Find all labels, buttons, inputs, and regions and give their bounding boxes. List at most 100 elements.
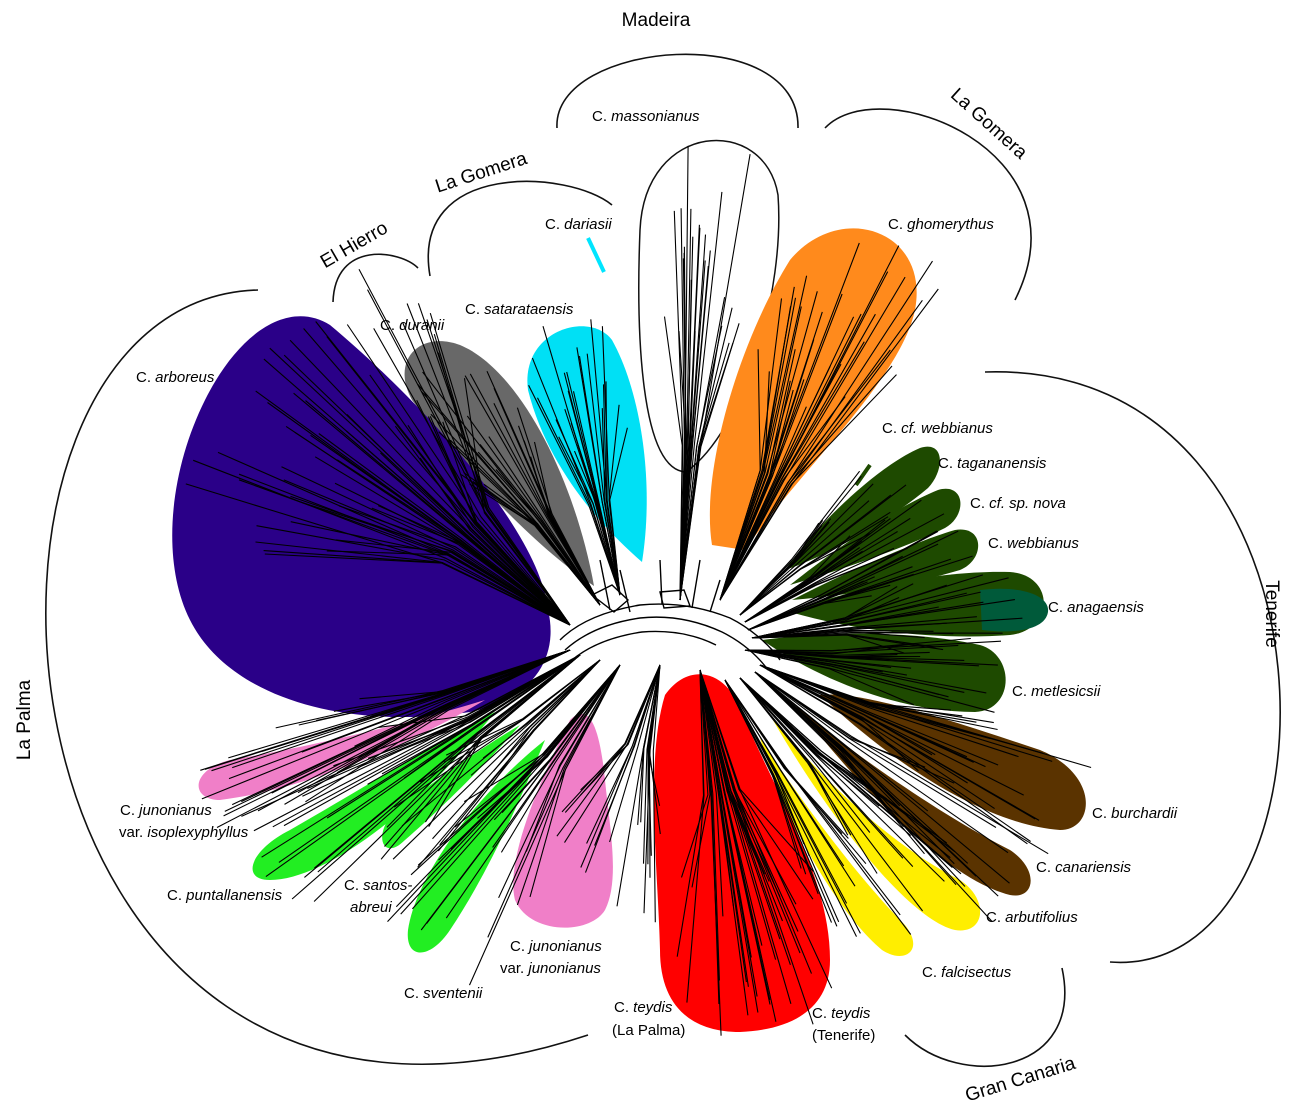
taxon-label-sventenii: C. sventenii <box>404 985 483 1002</box>
network-branch <box>393 659 601 808</box>
network-branch <box>437 352 571 626</box>
bracket-la-gomera-left <box>427 180 613 277</box>
network-branch <box>759 664 919 772</box>
network-branch <box>336 649 571 774</box>
network-branch <box>719 380 791 601</box>
taxon-label-arbutifolius: C. arbutifolius <box>986 909 1078 926</box>
network-edges <box>185 145 1092 1036</box>
clade-falcisectus <box>760 738 914 956</box>
network-branch <box>605 381 621 596</box>
island-label-la-palma: La Palma <box>14 679 35 760</box>
network-branch <box>744 649 915 706</box>
clade-satarataensis <box>527 326 647 562</box>
island-label-madeira: Madeira <box>622 10 691 31</box>
island-label-la-gomera-left: La Gomera <box>433 148 530 197</box>
network-branch <box>531 357 621 596</box>
network-branch <box>679 252 687 601</box>
network-branch <box>744 649 987 694</box>
taxon-label-ghomerythus: C. ghomerythus <box>888 216 994 233</box>
network-branch <box>679 307 733 601</box>
network-branch <box>492 664 621 848</box>
network-branch <box>719 406 807 601</box>
network-branch <box>699 669 814 900</box>
network-branch <box>429 312 571 626</box>
network-branch <box>699 669 758 997</box>
network-branch <box>719 341 865 601</box>
network-branch <box>699 669 724 917</box>
network-branch <box>747 566 913 631</box>
network-branch <box>392 659 601 860</box>
network-branch <box>754 671 929 812</box>
network-branch <box>293 392 571 626</box>
island-label-la-gomera-right: La Gomera <box>946 84 1031 163</box>
clade-anagaensis-subgroup <box>980 588 1049 632</box>
network-branch <box>318 433 571 626</box>
network-branch <box>699 669 784 922</box>
network-branch <box>686 669 705 1003</box>
network-branch <box>647 664 661 865</box>
network-branch <box>566 371 621 596</box>
network-branch <box>386 654 581 828</box>
network-branch <box>594 664 661 846</box>
network-branch <box>719 275 808 601</box>
bracket-gran-canaria <box>904 967 1066 1067</box>
network-branch <box>719 288 939 601</box>
network-branch <box>556 664 661 837</box>
network-branch <box>751 586 898 639</box>
taxon-label-cf-sp-nova: C. cf. sp. nova <box>970 495 1066 512</box>
network-branch <box>573 450 621 596</box>
network-branch <box>253 654 581 832</box>
network-branch <box>744 547 908 623</box>
network-branch <box>744 640 1002 652</box>
network-branch <box>335 539 571 626</box>
clade-arbutifolius <box>770 715 981 931</box>
taxon-label-anagaensis: C. anagaensis <box>1048 599 1144 616</box>
bracket-el-hierro <box>332 253 419 303</box>
bracket-la-gomera-right <box>824 108 1032 301</box>
network-branch <box>580 664 661 868</box>
network-branch <box>493 402 601 606</box>
network-branch <box>739 494 892 616</box>
network-branch <box>652 664 661 923</box>
taxon-label-satarataensis: C. satarataensis <box>465 301 574 318</box>
network-branch <box>231 649 571 806</box>
network-branch <box>398 654 581 752</box>
network-branch <box>739 500 870 616</box>
network-branch <box>680 669 709 878</box>
network-branch <box>724 679 856 887</box>
network-branch <box>333 649 571 712</box>
network-branch <box>326 336 571 626</box>
network-branch <box>719 299 923 601</box>
network-branch <box>338 505 571 626</box>
network-branch <box>586 353 621 596</box>
network-branch <box>744 649 949 698</box>
network-branch <box>679 224 700 601</box>
taxon-label-junonianus-isoplexyphyllus-var: var. isoplexyphyllus <box>119 824 249 841</box>
taxon-label-junonianus-junonianus: C. junonianus <box>510 938 602 955</box>
network-branch <box>744 550 863 623</box>
network-branch <box>724 679 810 857</box>
network-branch <box>754 671 1009 854</box>
network-branch <box>719 349 761 601</box>
network-branch <box>699 669 747 983</box>
network-branch <box>262 649 571 752</box>
island-brackets <box>45 53 1281 1067</box>
bracket-tenerife <box>984 371 1281 963</box>
network-branch <box>719 260 933 601</box>
taxon-label-falcisectus: C. falcisectus <box>922 964 1012 981</box>
network-branch <box>281 466 571 626</box>
network-branch <box>407 425 571 626</box>
network-branch <box>744 519 886 623</box>
network-branch <box>724 679 838 927</box>
taxon-label-teydis-la-palma: C. teydis <box>614 999 673 1016</box>
network-branch <box>719 291 818 601</box>
network-branch <box>739 677 912 837</box>
network-branch <box>699 669 814 1025</box>
network-branch <box>470 659 601 776</box>
network-branch <box>739 677 852 836</box>
network-branch <box>403 654 581 779</box>
network-branch <box>564 664 661 843</box>
network-branch <box>719 306 802 601</box>
taxon-label-burchardii: C. burchardii <box>1092 805 1178 822</box>
